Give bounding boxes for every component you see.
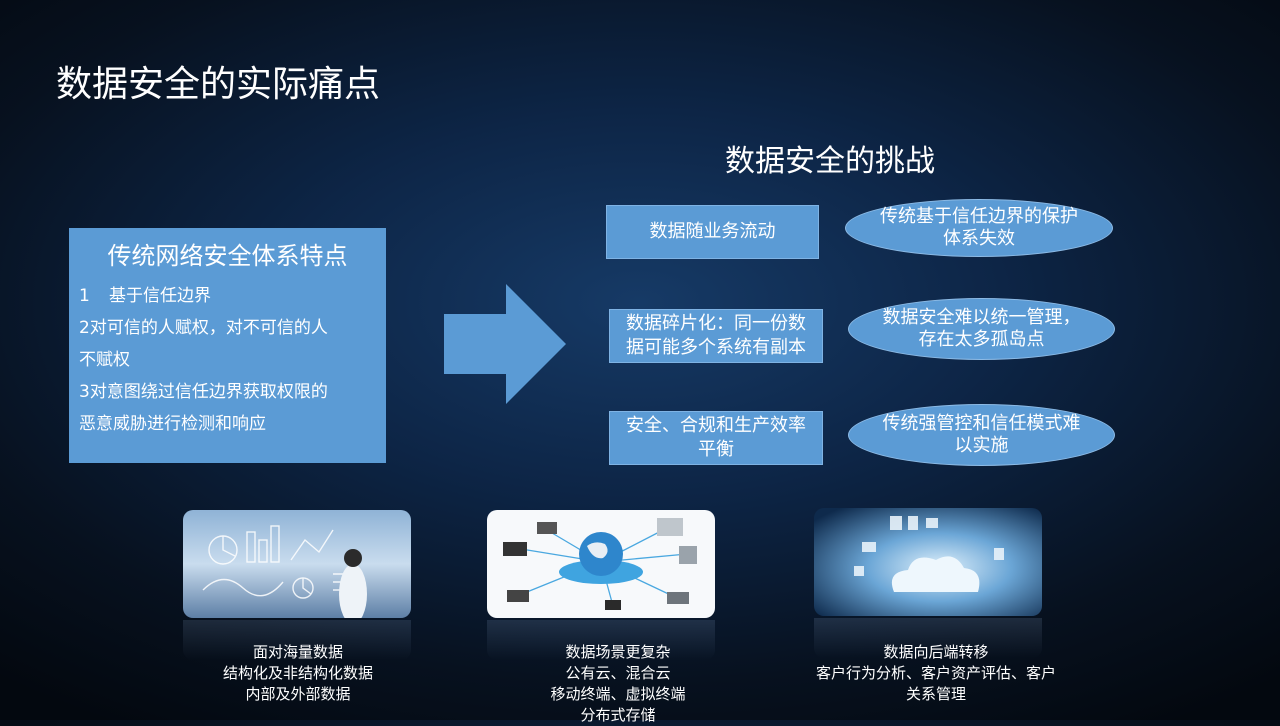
right-arrow-icon bbox=[444, 284, 566, 404]
panel-item-number: 1 bbox=[79, 286, 90, 306]
panel-item: 恶意威胁进行检测和响应 bbox=[79, 414, 266, 434]
data-analytics-icon bbox=[183, 510, 411, 618]
traditional-security-panel: 传统网络安全体系特点 1 基于信任边界 2对可信的人赋权，对不可信的人 不赋权 3… bbox=[69, 228, 386, 463]
panel-item: 3对意图绕过信任边界获取权限的 bbox=[79, 382, 328, 402]
challenge-ellipse: 数据安全难以统一管理，存在太多孤岛点 bbox=[848, 298, 1115, 360]
challenges-title: 数据安全的挑战 bbox=[725, 144, 935, 179]
panel-item: 1 基于信任边界 bbox=[79, 280, 376, 312]
caption-line: 数据向后端转移 bbox=[883, 643, 989, 661]
caption-line: 移动终端、虚拟终端 bbox=[550, 685, 686, 703]
cloud-devices-icon bbox=[814, 508, 1042, 616]
caption-line: 分布式存储 bbox=[580, 706, 656, 724]
caption-line: 内部及外部数据 bbox=[245, 685, 351, 703]
image-caption: 数据场景更复杂 公有云、混合云 移动终端、虚拟终端 分布式存储 bbox=[468, 642, 768, 726]
caption-line: 面对海量数据 bbox=[252, 643, 343, 661]
caption-line: 结构化及非结构化数据 bbox=[222, 664, 373, 682]
challenge-box: 数据随业务流动 bbox=[606, 205, 819, 259]
network-globe-icon bbox=[487, 510, 715, 618]
panel-item: 2对可信的人赋权，对不可信的人 bbox=[79, 318, 328, 338]
image-caption: 面对海量数据 结构化及非结构化数据 内部及外部数据 bbox=[148, 642, 448, 705]
caption-line: 客户行为分析、客户资产评估、客户 bbox=[815, 664, 1056, 682]
panel-item: 不赋权 bbox=[79, 350, 130, 370]
challenge-ellipse: 传统强管控和信任模式难以实施 bbox=[848, 404, 1115, 466]
challenge-box: 安全、合规和生产效率平衡 bbox=[609, 411, 823, 465]
panel-item-text: 基于信任边界 bbox=[109, 286, 211, 306]
page-title: 数据安全的实际痛点 bbox=[56, 64, 381, 105]
challenge-box: 数据碎片化：同一份数据可能多个系统有副本 bbox=[609, 309, 823, 363]
panel-heading: 传统网络安全体系特点 bbox=[107, 242, 348, 270]
challenge-ellipse: 传统基于信任边界的保护体系失效 bbox=[845, 199, 1113, 257]
image-reflection bbox=[814, 618, 1042, 658]
image-caption: 数据向后端转移 客户行为分析、客户资产评估、客户 关系管理 bbox=[766, 642, 1106, 705]
image-reflection bbox=[487, 620, 715, 660]
caption-line: 数据场景更复杂 bbox=[565, 643, 671, 661]
caption-line: 关系管理 bbox=[905, 685, 966, 703]
image-reflection bbox=[183, 620, 411, 660]
caption-line: 公有云、混合云 bbox=[565, 664, 671, 682]
